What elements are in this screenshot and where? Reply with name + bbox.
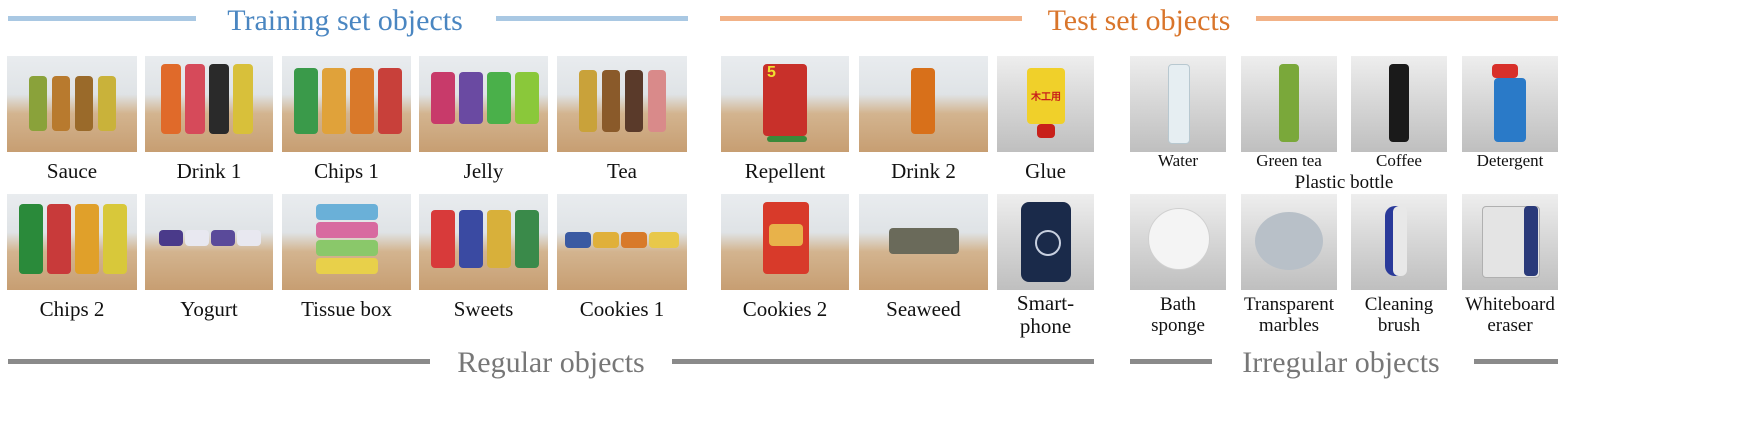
photo-chips-1 (282, 56, 411, 152)
regular-rule-left (8, 359, 430, 364)
regular-objects-header: Regular objects (457, 346, 645, 379)
regular-rule-right (672, 359, 1094, 364)
plastic-bottle-group-label: Plastic bottle (1294, 172, 1394, 193)
caption-jelly: Jelly (463, 159, 504, 183)
caption-smartphone: Smart- phone (1016, 291, 1075, 338)
photo-yogurt (145, 194, 273, 290)
training-rule-left (8, 16, 196, 21)
photo-repellent: 5 (721, 56, 849, 152)
caption-sweets: Sweets (453, 297, 514, 321)
caption-drink-1: Drink 1 (176, 159, 242, 183)
photo-smartphone (997, 194, 1094, 290)
caption-sauce: Sauce (46, 159, 98, 183)
training-set-header: Training set objects (227, 4, 463, 37)
caption-water: Water (1157, 151, 1199, 170)
photo-glue: 木工用 (997, 56, 1094, 152)
photo-seaweed (859, 194, 988, 290)
caption-tea: Tea (606, 159, 637, 183)
photo-sauce (7, 56, 137, 152)
photo-water (1130, 56, 1226, 152)
caption-cleaning-brush: Cleaning brush (1364, 294, 1434, 336)
caption-transparent-marbles: Transparent marbles (1243, 294, 1335, 336)
test-set-header: Test set objects (1047, 4, 1231, 37)
caption-whiteboard-eraser: Whiteboard eraser (1465, 294, 1555, 336)
photo-cookies-2 (721, 194, 849, 290)
photo-whiteboard-eraser (1462, 194, 1558, 290)
caption-yogurt: Yogurt (180, 297, 238, 321)
repellent-package-number: 5 (767, 64, 776, 81)
training-rule-right (496, 16, 688, 21)
photo-coffee (1351, 56, 1447, 152)
photo-green-tea (1241, 56, 1337, 152)
photo-detergent (1462, 56, 1558, 152)
irregular-rule-right (1474, 359, 1558, 364)
photo-transparent-marbles (1241, 194, 1337, 290)
caption-bath-sponge: Bath sponge (1151, 294, 1205, 336)
caption-seaweed: Seaweed (886, 297, 961, 321)
caption-glue: Glue (1025, 159, 1066, 183)
photo-drink-2 (859, 56, 988, 152)
photo-tissue-box (282, 194, 411, 290)
photo-bath-sponge (1130, 194, 1226, 290)
test-rule-right (1256, 16, 1558, 21)
caption-chips-2: Chips 2 (39, 297, 105, 321)
photo-chips-2 (7, 194, 137, 290)
test-rule-left (720, 16, 1022, 21)
irregular-objects-header: Irregular objects (1242, 346, 1440, 379)
glue-label-text: 木工用 (1031, 92, 1061, 103)
photo-cleaning-brush (1351, 194, 1447, 290)
caption-tissue-box: Tissue box (301, 297, 392, 321)
caption-cookies-1: Cookies 1 (579, 297, 665, 321)
caption-coffee: Coffee (1376, 151, 1422, 170)
photo-sweets (419, 194, 548, 290)
caption-cookies-2: Cookies 2 (742, 297, 828, 321)
photo-cookies-1 (557, 194, 687, 290)
photo-tea (557, 56, 687, 152)
photo-drink-1 (145, 56, 273, 152)
caption-chips-1: Chips 1 (314, 159, 379, 183)
irregular-rule-left (1130, 359, 1212, 364)
photo-jelly (419, 56, 548, 152)
caption-repellent: Repellent (744, 159, 826, 183)
caption-green-tea: Green tea (1256, 151, 1322, 170)
caption-detergent: Detergent (1476, 151, 1544, 170)
caption-drink-2: Drink 2 (891, 159, 956, 183)
